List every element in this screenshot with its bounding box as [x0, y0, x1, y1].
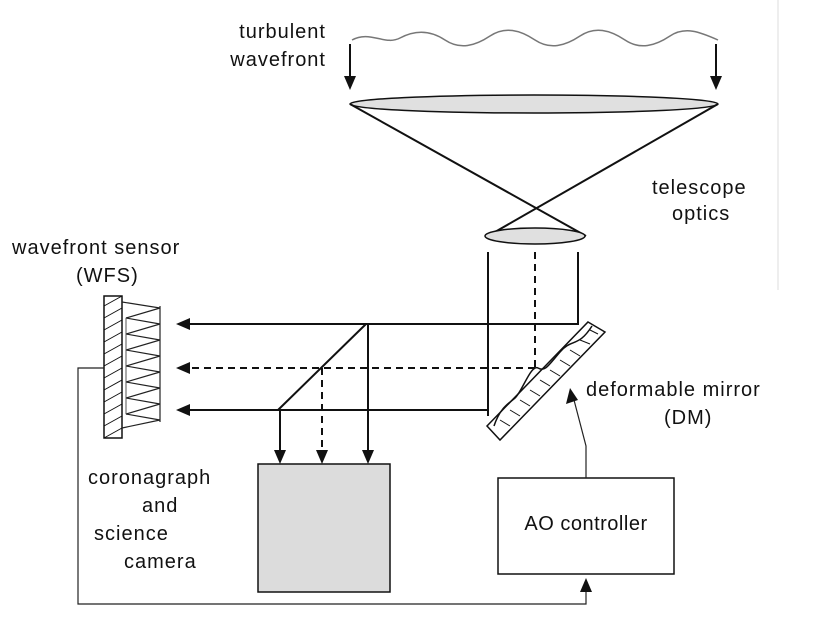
coronagraph-camera-label: coronagraph and science camera — [88, 467, 211, 573]
ao-controller-box — [497, 477, 675, 575]
beam-to-wfs-top — [176, 318, 578, 330]
beam-to-camera-middle — [316, 368, 328, 464]
svg-text:turbulent: turbulent — [239, 21, 326, 43]
wavefront-sensor-label: wavefront sensor (WFS) — [11, 237, 180, 287]
science-camera-box — [257, 463, 391, 593]
deformable-mirror — [485, 321, 607, 442]
svg-text:wavefront: wavefront — [229, 49, 326, 71]
beam-to-wfs-bottom — [176, 404, 488, 416]
beam-to-camera-left — [274, 410, 286, 464]
deformable-mirror-label: deformable mirror (DM) — [586, 379, 761, 429]
ao-controller-label: AO controller — [524, 513, 647, 535]
lenslet-array — [121, 301, 161, 429]
turbulent-wavefront-curve — [351, 29, 719, 47]
beam-to-wfs-middle — [176, 362, 535, 374]
svg-text:telescope: telescope — [652, 177, 747, 199]
svg-text:(WFS): (WFS) — [76, 265, 139, 287]
beamsplitter — [277, 323, 367, 411]
wavefront-sensor — [103, 295, 123, 439]
collimated-beam — [487, 252, 579, 416]
telescope-beam-cone — [349, 103, 719, 237]
incoming-light-arrow-right — [710, 44, 722, 90]
turbulent-wavefront-label: turbulent wavefront — [229, 21, 326, 71]
svg-text:science: science — [94, 523, 169, 545]
svg-text:optics: optics — [672, 203, 730, 225]
collimating-lens — [484, 227, 586, 245]
svg-text:deformable mirror: deformable mirror — [586, 379, 761, 401]
svg-text:(DM): (DM) — [664, 407, 712, 429]
svg-text:coronagraph: coronagraph — [88, 467, 211, 489]
telescope-optics-label: telescope optics — [652, 177, 747, 225]
svg-text:camera: camera — [124, 551, 197, 573]
primary-telescope-lens — [349, 94, 719, 114]
beam-to-camera-right — [362, 324, 374, 464]
feedback-loop-wfs-to-controller — [77, 367, 592, 605]
svg-text:wavefront sensor: wavefront sensor — [11, 237, 180, 259]
svg-text:and: and — [142, 495, 178, 517]
incoming-light-arrow-left — [344, 44, 356, 90]
control-signal-to-dm — [566, 388, 587, 478]
